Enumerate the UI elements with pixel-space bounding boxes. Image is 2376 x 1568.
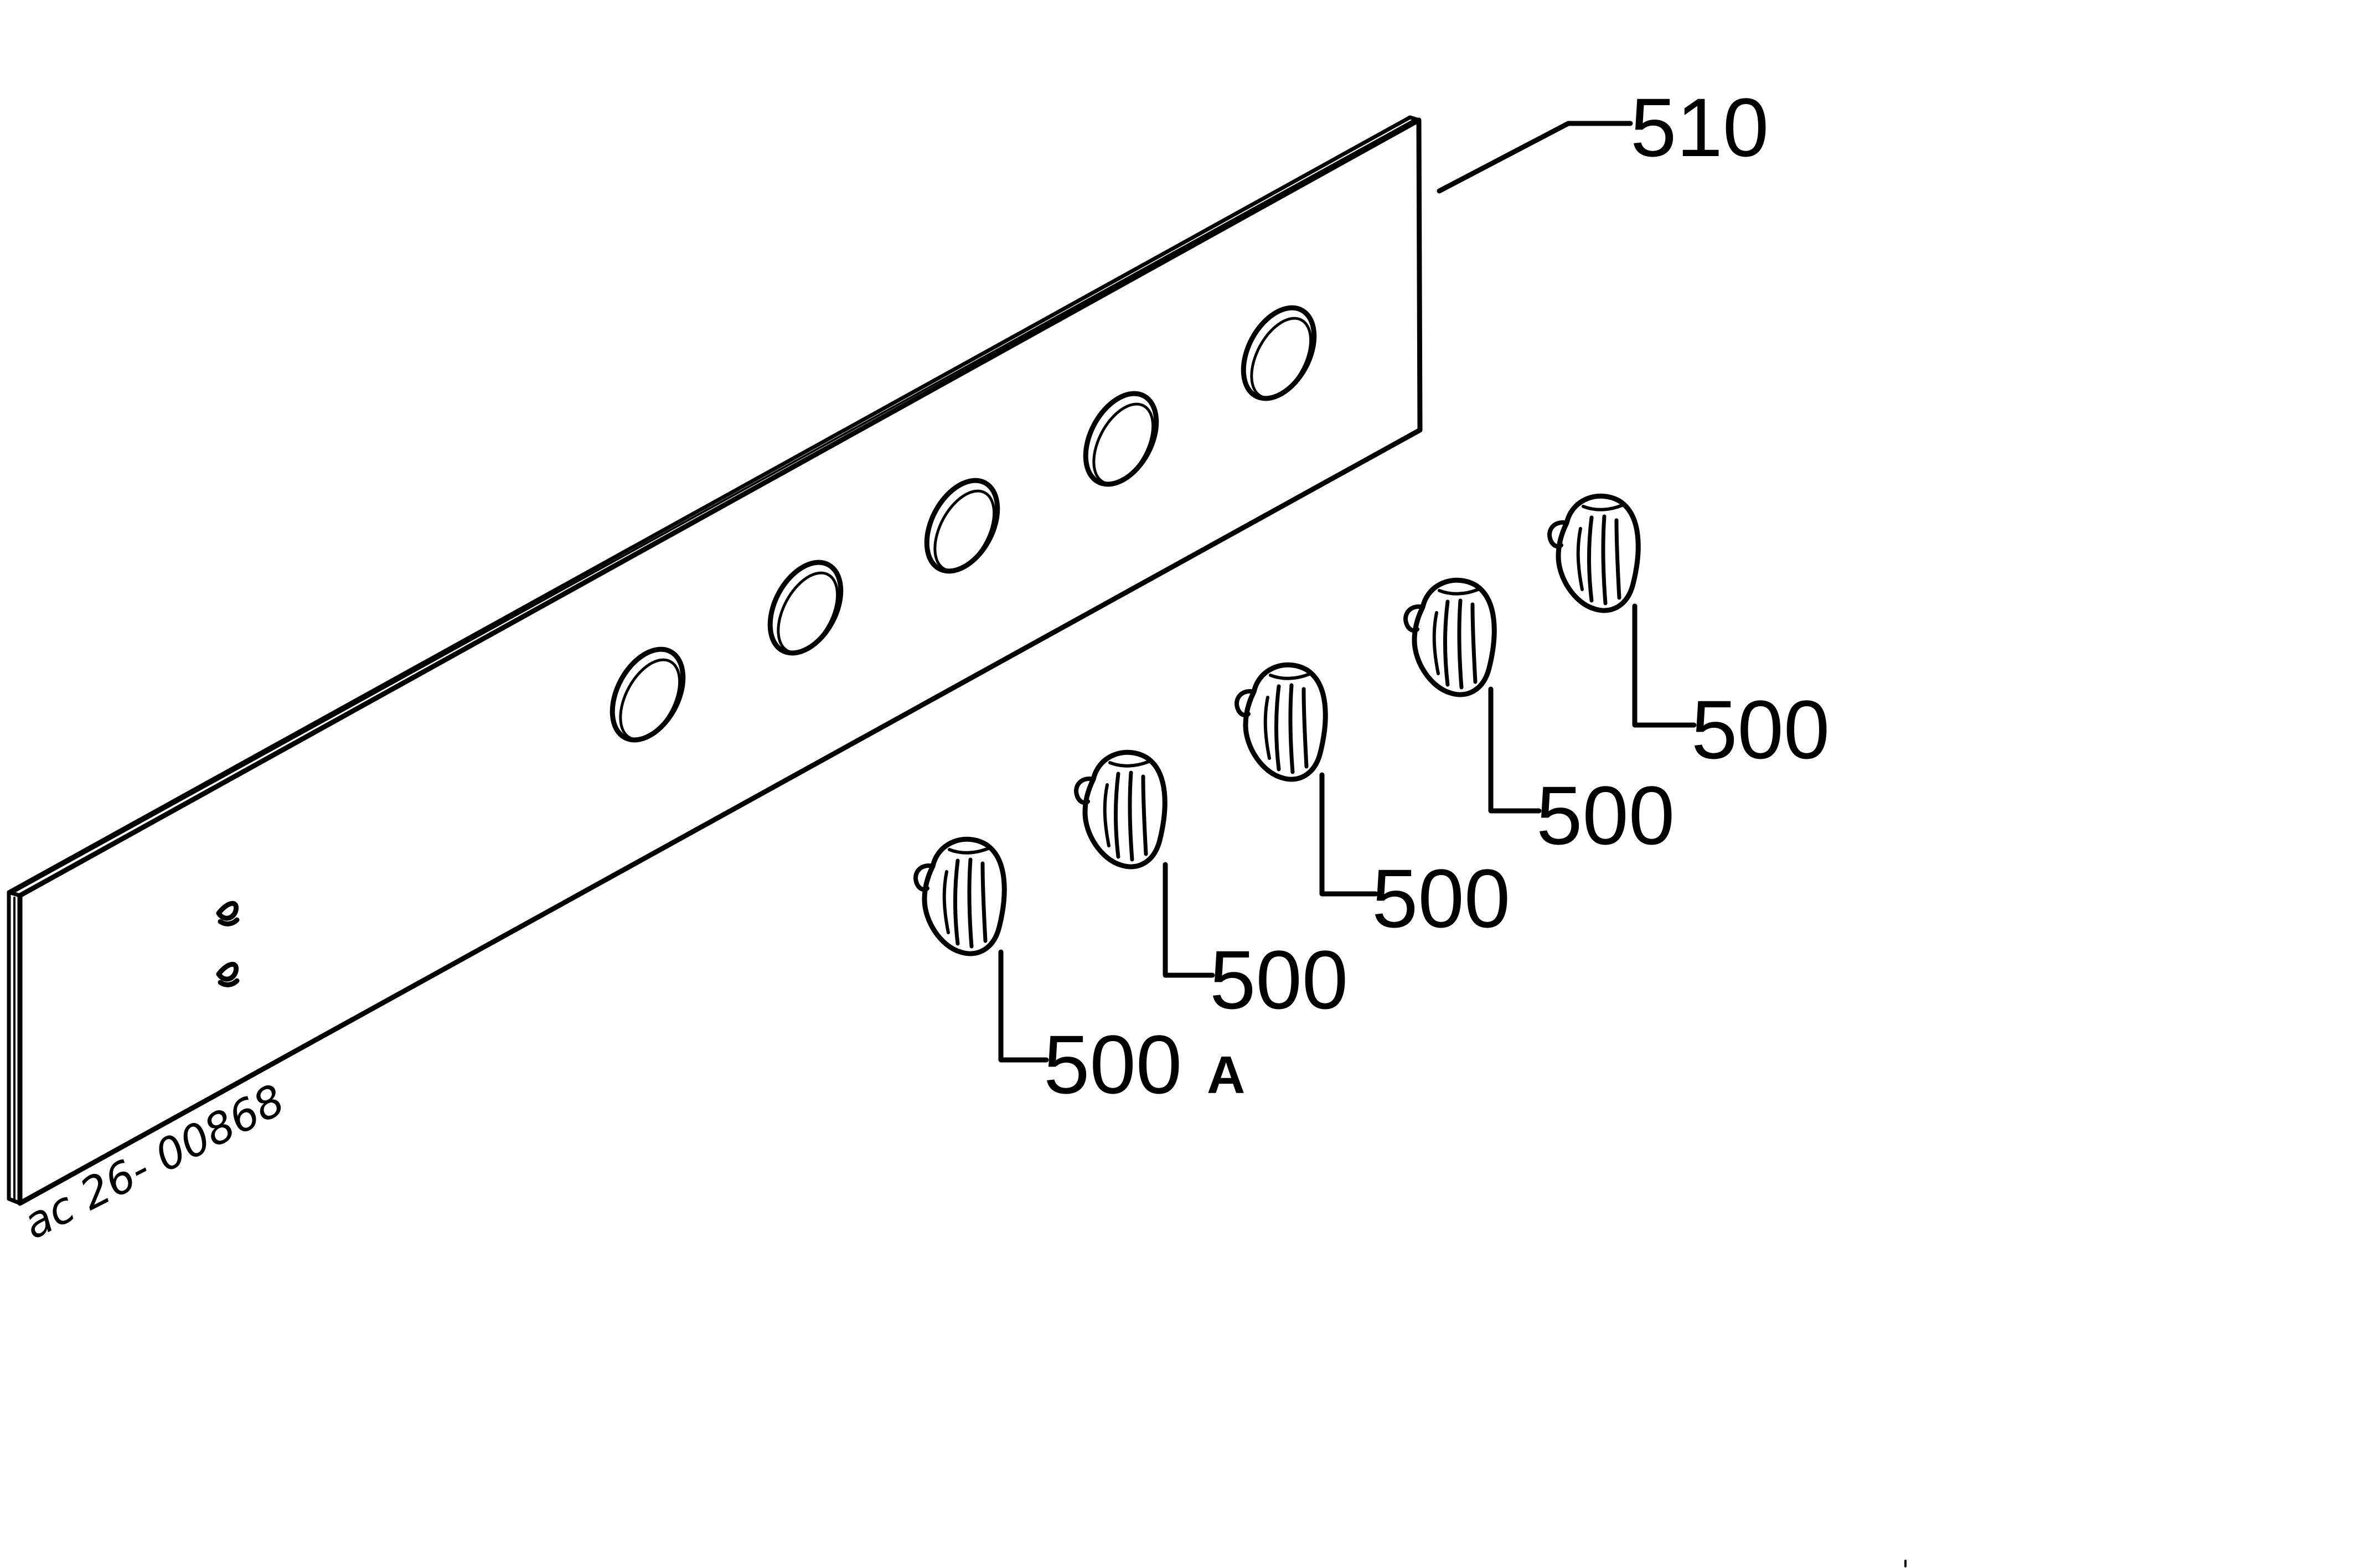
part-label-500: 500 — [1210, 933, 1348, 1026]
part-label-500: 500 — [1536, 769, 1675, 862]
leader-line-500 — [1632, 603, 1697, 728]
knob-hole — [1241, 305, 1317, 401]
drawing-code: ac 26- 00868 — [16, 1075, 292, 1249]
part-label-500a: 500 — [1044, 1018, 1182, 1111]
knob-500 — [1549, 496, 1638, 610]
leader-line-500 — [1163, 862, 1215, 978]
leader-line-500 — [1319, 772, 1378, 897]
part-label-500: 500 — [1372, 852, 1510, 945]
leader-lines — [998, 121, 1697, 1063]
knob-500a — [916, 839, 1004, 954]
part-label-510: 510 — [1630, 81, 1769, 174]
indicator-holes — [216, 901, 240, 987]
part-label-500a-suffix: A — [1207, 1046, 1245, 1105]
leader-line-500 — [1488, 686, 1542, 814]
knob-hole — [767, 560, 844, 656]
knob-hole — [924, 478, 1000, 574]
leader-line-500a — [998, 949, 1049, 1063]
knob-hole — [610, 646, 686, 743]
part-label-500: 500 — [1691, 683, 1830, 776]
indicator-hole — [216, 901, 240, 927]
knob-hole — [1083, 391, 1159, 487]
indicator-hole — [216, 961, 240, 987]
control-panel — [7, 115, 1423, 1206]
leader-line-510 — [1437, 121, 1633, 194]
knob-500 — [1237, 665, 1325, 779]
knob-holes — [610, 305, 1317, 743]
knob-500 — [1076, 752, 1165, 867]
knob-500 — [1406, 580, 1494, 695]
